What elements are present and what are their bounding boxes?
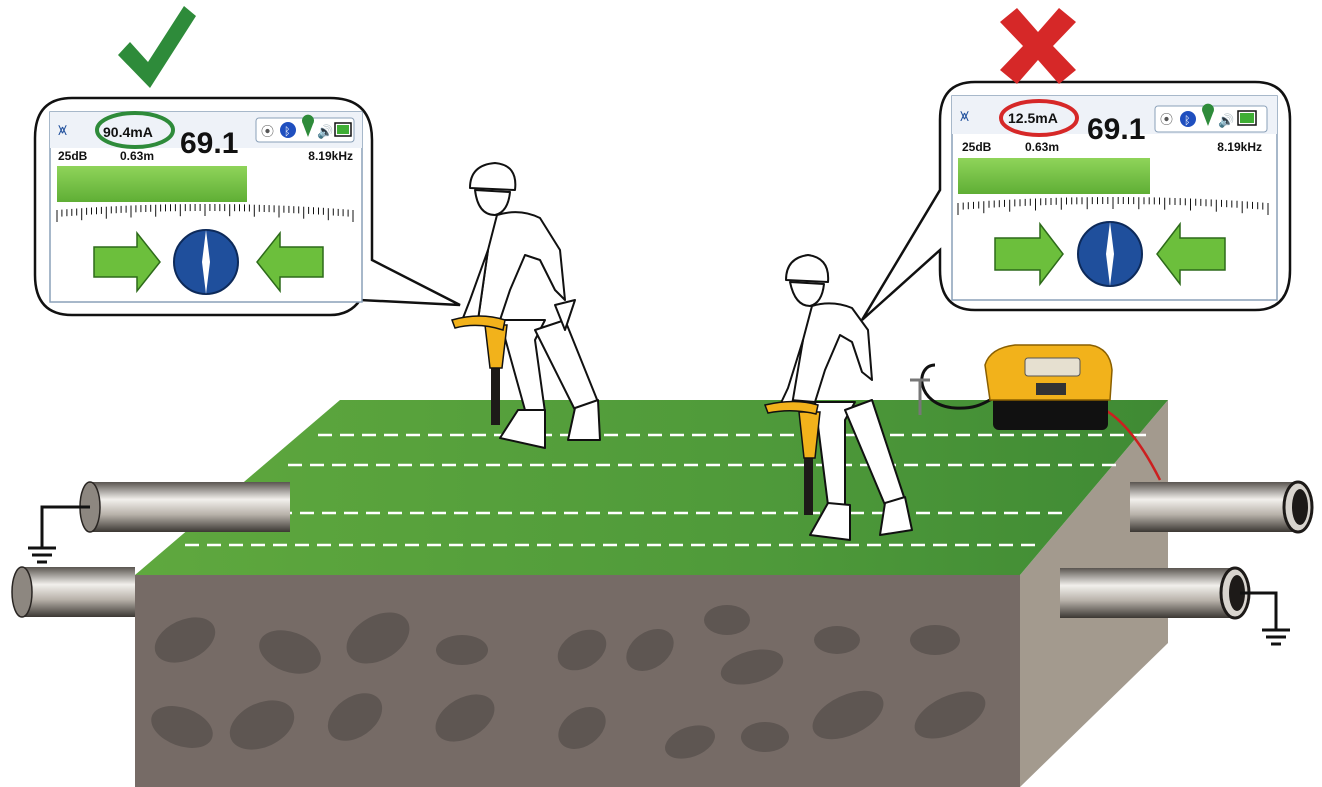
mode-icon: ⩙ (960, 106, 969, 125)
radio-icon: ⦿ (1160, 113, 1173, 128)
soil-front-face (135, 575, 1020, 787)
check-mark-icon (118, 6, 196, 88)
speaker-icon: 🔊 (1218, 112, 1234, 129)
pipe-left-lower (12, 567, 135, 617)
battery-icon (1238, 111, 1256, 125)
depth-reading: 0.63m (120, 149, 154, 163)
radio-icon: ⦿ (261, 125, 274, 140)
pipe-right-upper (1130, 482, 1312, 532)
current-reading: 90.4mA (103, 124, 153, 140)
battery-icon (335, 123, 351, 136)
mode-icon: ⩙ (58, 120, 67, 139)
compass-icon (1078, 222, 1142, 286)
signal-bar (57, 166, 247, 202)
current-reading: 12.5mA (1008, 110, 1058, 126)
pipe-left-upper (80, 482, 290, 532)
svg-text:ᛒ: ᛒ (284, 125, 291, 138)
speaker-icon: 🔊 (317, 123, 333, 140)
display-left: ⩙ 90.4mA 69.1 ⦿ ᛒ 🔊 25dB 0.63m 8.19kHz (50, 112, 362, 302)
display-right: ⩙ 12.5mA 69.1 ⦿ ᛒ 🔊 25dB 0.63m 8.19kHz (952, 96, 1277, 300)
svg-text:ᛒ: ᛒ (1184, 114, 1191, 127)
signal-bar (958, 158, 1150, 194)
ground-block (135, 400, 1168, 787)
pipe-right-lower (1060, 568, 1249, 618)
frequency-reading: 8.19kHz (308, 149, 353, 163)
gain-reading: 25dB (962, 140, 992, 154)
frequency-reading: 8.19kHz (1217, 140, 1262, 154)
signal-strength: 69.1 (180, 127, 238, 160)
gain-reading: 25dB (58, 149, 88, 163)
compass-icon (174, 230, 238, 294)
cross-mark-icon (1000, 8, 1076, 84)
depth-reading: 0.63m (1025, 140, 1059, 154)
signal-strength: 69.1 (1087, 113, 1145, 146)
